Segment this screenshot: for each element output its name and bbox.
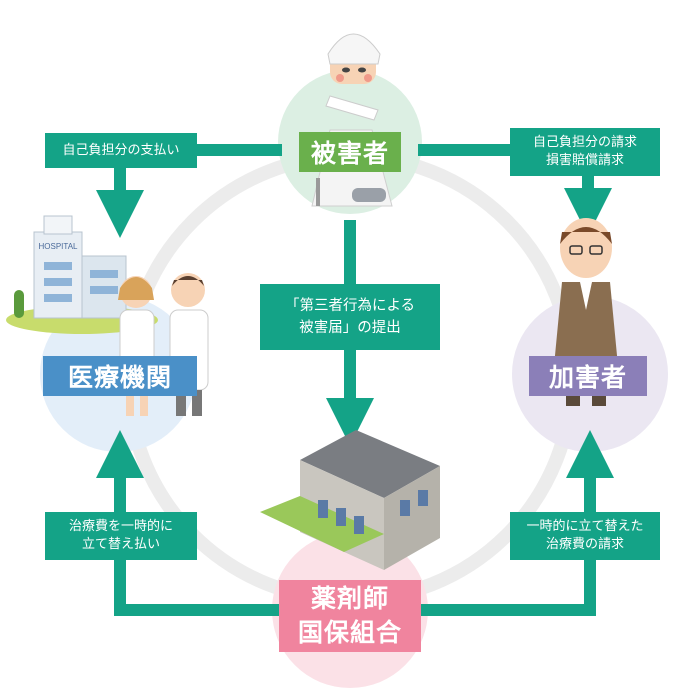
connector-insurer-to-medical (96, 430, 282, 616)
hospital-illustration: HOSPITAL (6, 215, 158, 334)
flow-label-insurer-to-offender-line1: 一時的に立て替えた (526, 519, 644, 534)
insurer-label-line1: 薬剤師 (310, 584, 389, 613)
flow-label-victim-to-insurer-line2: 被害届」の提出 (299, 320, 401, 336)
flow-label-insurer-to-medical-line2: 立て替え払い (81, 537, 160, 552)
flow-box-victim-to-medical (45, 133, 197, 168)
flow-label-insurer-to-offender: 一時的に立て替えた 治療費の請求 (510, 512, 660, 560)
flow-label-insurer-to-medical-line1: 治療費を一時的に (68, 519, 173, 534)
flow-box-insurer-to-offender (510, 512, 660, 560)
flow-label-victim-to-medical-line1: 自己負担分の支払い (62, 142, 180, 158)
flow-box-victim-to-insurer (260, 284, 440, 350)
medical-label: 医療機関 (67, 363, 172, 392)
flow-label-victim-to-medical: 自己負担分の支払い (45, 133, 197, 168)
flow-label-insurer-to-offender-line2: 治療費の請求 (545, 537, 624, 552)
insurer-label-box (279, 580, 421, 652)
victim-label: 被害者 (310, 139, 389, 168)
connector-insurer-to-offender (418, 430, 614, 616)
hospital-sign: HOSPITAL (39, 242, 79, 251)
flow-label-insurer-to-medical: 治療費を一時的に 立て替え払い (45, 512, 197, 560)
flow-label-victim-to-offender-line1: 自己負担分の請求 (532, 135, 637, 150)
flow-box-insurer-to-medical (45, 512, 197, 560)
insurer-label-line2: 国保組合 (297, 618, 402, 647)
insurer-building-illustration (260, 430, 440, 570)
medical-label-box (43, 356, 197, 396)
flow-label-victim-to-offender-line2: 損害賠償請求 (545, 153, 624, 168)
insurer-label: 薬剤師 国保組合 (279, 580, 421, 652)
offender-label-box (529, 356, 647, 396)
flow-label-victim-to-offender: 自己負担分の請求 損害賠償請求 (510, 128, 660, 176)
flow-box-victim-to-offender (510, 128, 660, 176)
offender-label: 加害者 (548, 363, 627, 392)
victim-label-box (299, 132, 401, 172)
flow-label-victim-to-insurer: 「第三者行為による 被害届」の提出 (260, 284, 440, 350)
flow-label-victim-to-insurer-line1: 「第三者行為による (284, 298, 416, 314)
